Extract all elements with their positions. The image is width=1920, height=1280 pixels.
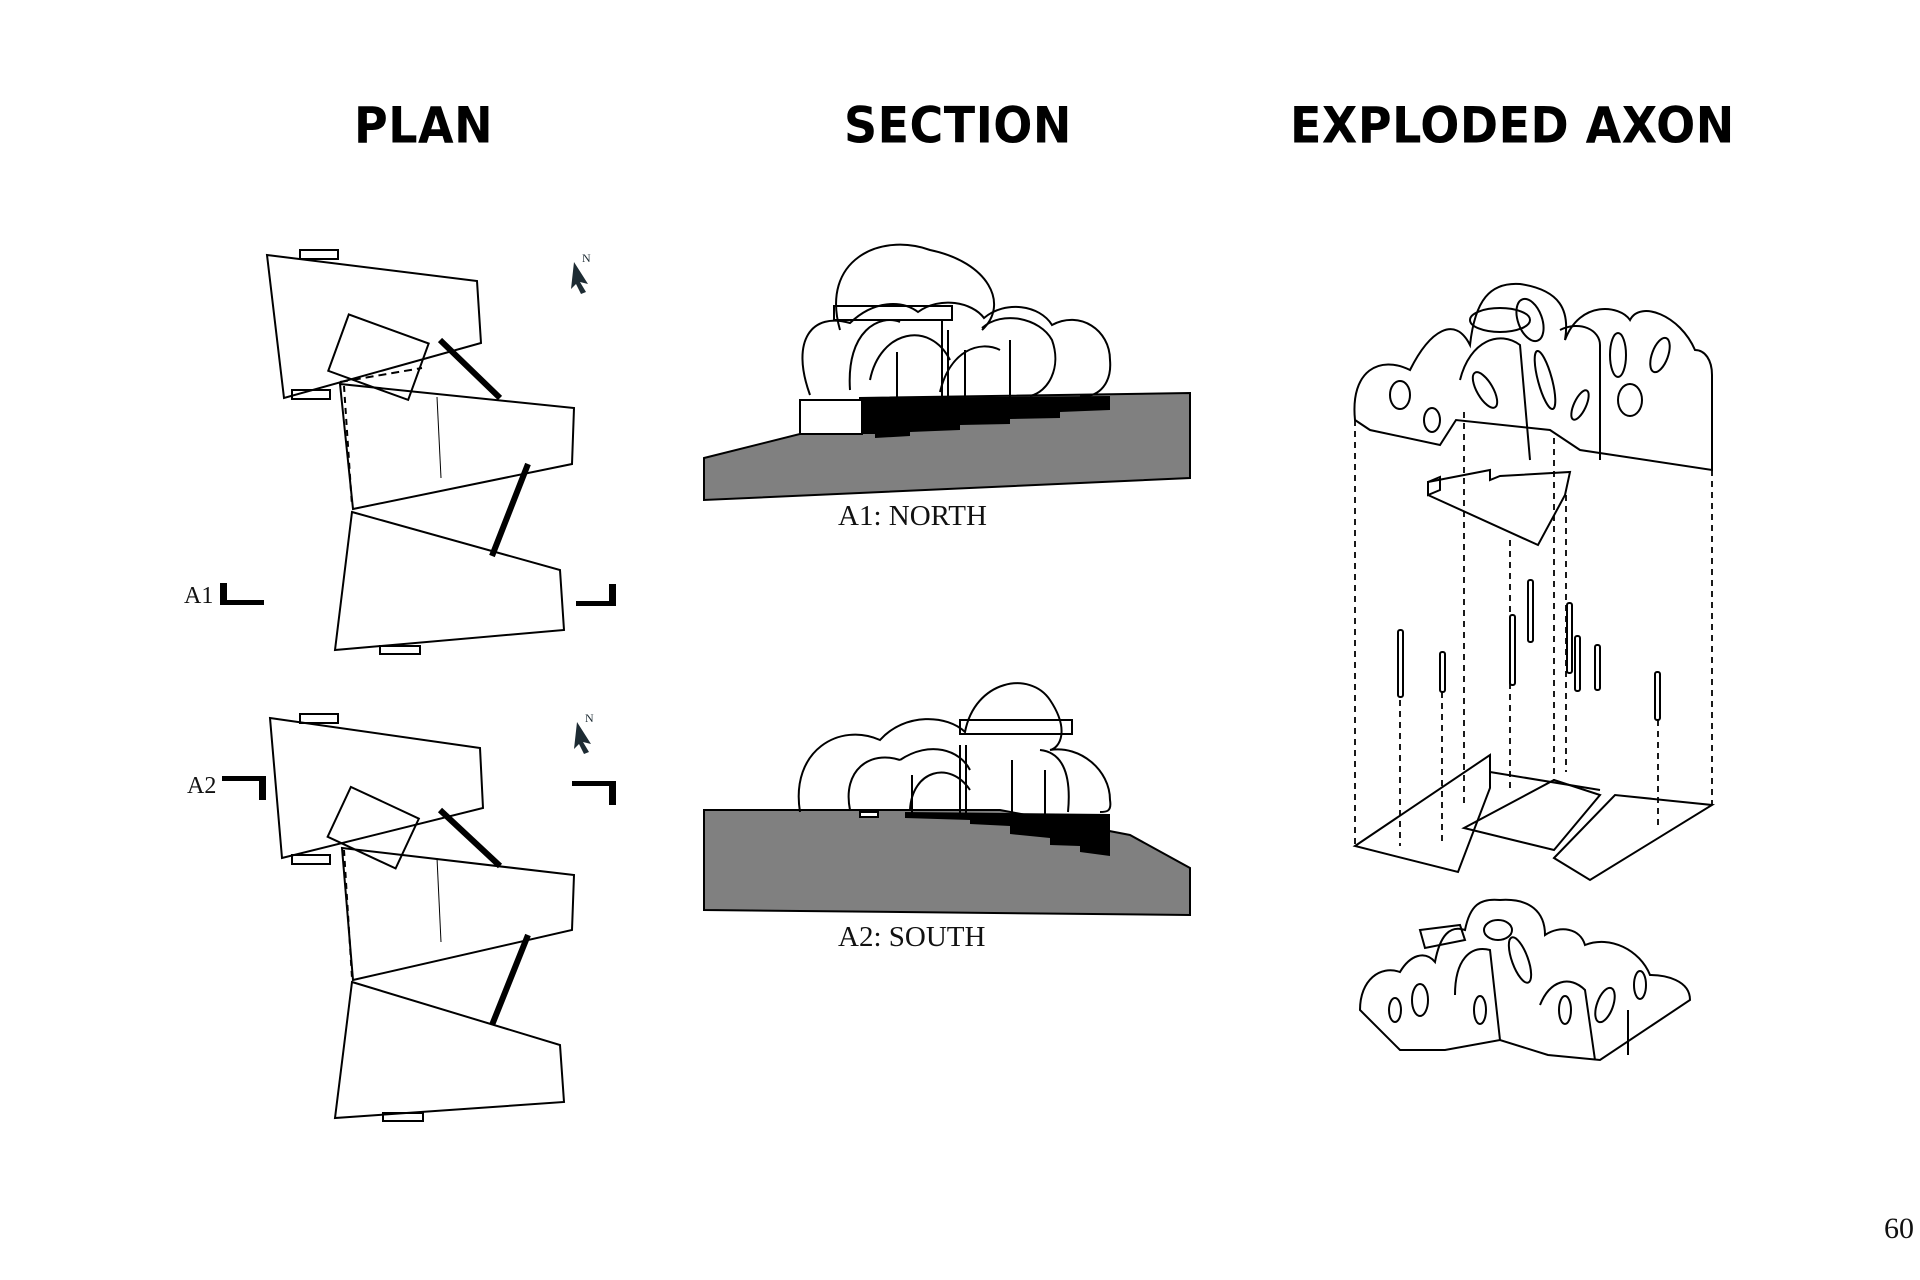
section-heading: SECTION bbox=[844, 95, 1072, 155]
section-cut-marker-a2 bbox=[222, 776, 616, 805]
page-number: 60 bbox=[1884, 1212, 1914, 1245]
section-cut-marker-a1 bbox=[220, 583, 616, 606]
section-a2-drawing bbox=[703, 682, 1191, 917]
section-a2-caption: A2: SOUTH bbox=[838, 921, 986, 953]
section-a1-drawing bbox=[703, 243, 1191, 502]
axon-projection-lines bbox=[1354, 412, 1713, 846]
north-label: N bbox=[585, 711, 594, 725]
axon-columns bbox=[1397, 579, 1661, 721]
section-marker-a2-label: A2 bbox=[187, 773, 217, 799]
plan-a1-drawing: N bbox=[220, 249, 616, 655]
section-a1-caption: A1: NORTH bbox=[838, 500, 987, 532]
north-label: N bbox=[582, 251, 591, 265]
exploded-axon-heading: EXPLODED AXON bbox=[1290, 95, 1735, 155]
north-arrow-icon bbox=[574, 722, 591, 754]
plan-heading: PLAN bbox=[354, 95, 494, 155]
assembled-model bbox=[1358, 898, 1692, 1062]
section-marker-a1-label: A1 bbox=[184, 583, 214, 609]
north-arrow-icon bbox=[571, 262, 588, 294]
exploded-axon-drawing bbox=[1352, 282, 1716, 1062]
plan-a2-drawing: N bbox=[222, 711, 616, 1122]
